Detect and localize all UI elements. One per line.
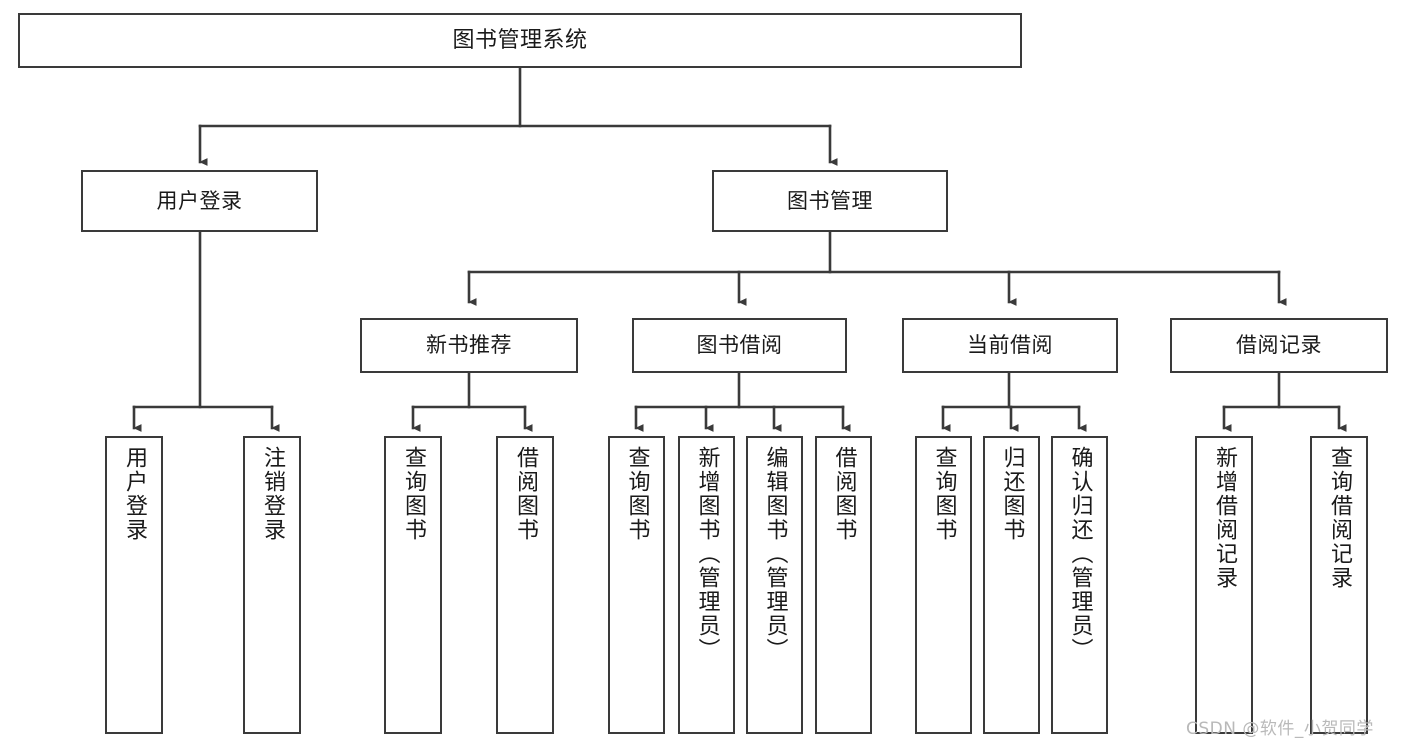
leaf-current-borrow-confirm-return-admin[interactable]: 确认归还（管理员）: [1051, 436, 1108, 734]
node-borrow-record[interactable]: 借阅记录: [1170, 318, 1388, 373]
node-book-management[interactable]: 图书管理: [712, 170, 948, 232]
leaf-book-borrow-add-book-admin[interactable]: 新增图书（管理员）: [678, 436, 735, 734]
node-label: 归还图书: [999, 446, 1025, 542]
node-label: 用户登录: [156, 188, 243, 213]
node-label: 当前借阅: [967, 333, 1053, 358]
node-label: 查询图书: [401, 446, 426, 542]
node-label: 编辑图书（管理员）: [762, 446, 788, 662]
leaf-current-borrow-return-book[interactable]: 归还图书: [983, 436, 1040, 734]
node-label: 新书推荐: [426, 333, 512, 358]
leaf-new-book-borrow-book[interactable]: 借阅图书: [496, 436, 554, 734]
node-label: 图书管理系统: [452, 27, 588, 53]
node-label: 借阅图书: [831, 446, 857, 542]
csdn-watermark: CSDN @软件_小贺同学: [1186, 719, 1374, 739]
node-label: 图书借阅: [696, 333, 783, 358]
leaf-book-borrow-query-book[interactable]: 查询图书: [608, 436, 665, 734]
node-label: 借阅图书: [513, 446, 538, 542]
leaf-borrow-record-add-record[interactable]: 新增借阅记录: [1195, 436, 1253, 734]
node-label: 新增图书（管理员）: [694, 446, 720, 662]
leaf-book-borrow-edit-book-admin[interactable]: 编辑图书（管理员）: [746, 436, 803, 734]
node-book-borrow[interactable]: 图书借阅: [632, 318, 847, 373]
node-label: 借阅记录: [1236, 333, 1322, 358]
leaf-borrow-record-query-record[interactable]: 查询借阅记录: [1310, 436, 1368, 734]
node-label: 新增借阅记录: [1212, 446, 1237, 590]
node-label: 查询借阅记录: [1327, 446, 1352, 590]
node-current-borrow[interactable]: 当前借阅: [902, 318, 1118, 373]
node-root-book-management-system[interactable]: 图书管理系统: [18, 13, 1022, 68]
leaf-user-login-logout[interactable]: 注销登录: [243, 436, 301, 734]
leaf-new-book-query-book[interactable]: 查询图书: [384, 436, 442, 734]
node-label: 图书管理: [787, 188, 873, 213]
node-label: 查询图书: [624, 446, 650, 542]
node-new-book-recommendation[interactable]: 新书推荐: [360, 318, 578, 373]
leaf-book-borrow-borrow-book[interactable]: 借阅图书: [815, 436, 872, 734]
node-label: 注销登录: [260, 446, 285, 542]
node-label: 查询图书: [931, 446, 957, 542]
leaf-user-login-login[interactable]: 用户登录: [105, 436, 163, 734]
leaf-current-borrow-query-book[interactable]: 查询图书: [915, 436, 972, 734]
node-label: 确认归还（管理员）: [1067, 446, 1093, 662]
node-user-login[interactable]: 用户登录: [81, 170, 318, 232]
node-label: 用户登录: [122, 446, 147, 542]
